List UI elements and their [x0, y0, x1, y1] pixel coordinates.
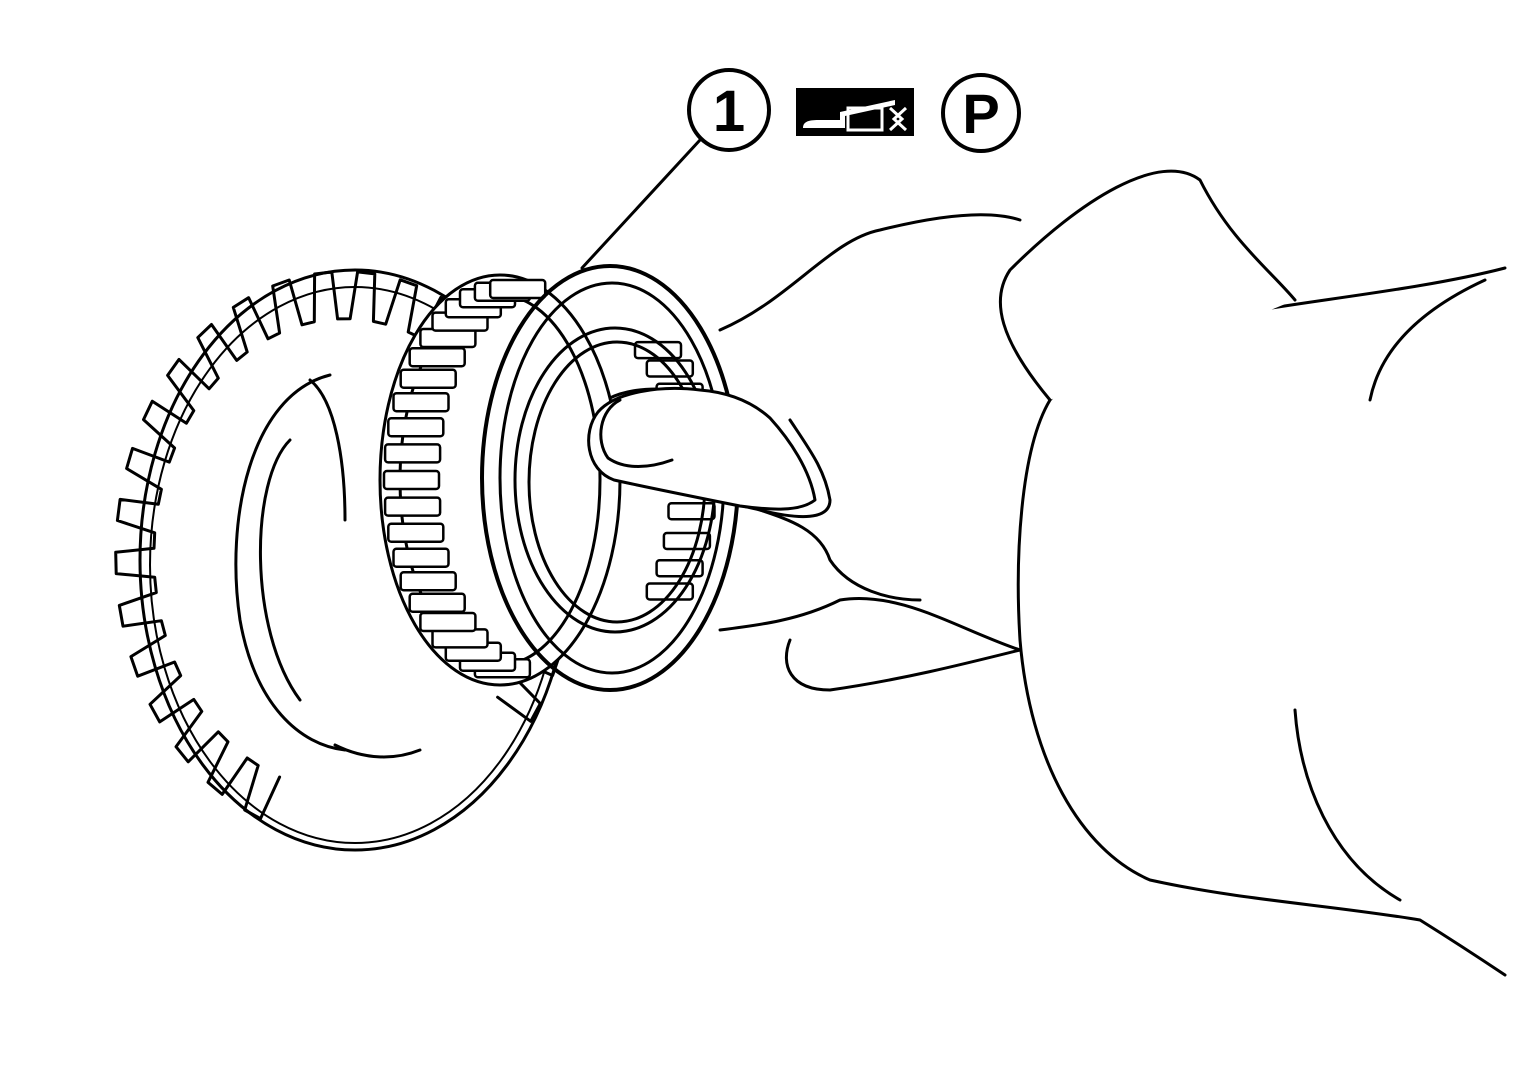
- thumb-tip: [587, 386, 817, 511]
- back-of-hand: [998, 169, 1297, 402]
- bearing-roller: [408, 346, 466, 368]
- bearing-roller: [408, 592, 466, 614]
- bearing-roller: [392, 392, 450, 413]
- gear-hub-step: [308, 378, 347, 522]
- bearing-roller: [419, 611, 477, 633]
- callout-1-label: 1: [713, 79, 745, 144]
- bearing-roller: [392, 547, 450, 568]
- thumb-overlay: [587, 386, 817, 511]
- gear-hub-face: [234, 373, 347, 752]
- bearing-roller: [399, 368, 457, 389]
- callout-p-label: P: [962, 82, 999, 145]
- gear-hub-bore: [259, 438, 302, 702]
- lower-finger: [718, 597, 1022, 692]
- bearing-roller: [488, 278, 547, 300]
- callout-1: 1: [687, 68, 771, 152]
- leader-line: [580, 138, 702, 270]
- bearing-roller: [383, 496, 442, 517]
- palm-edge: [758, 508, 922, 602]
- callout-p-circle: [941, 73, 1021, 153]
- bearing-roller: [383, 443, 442, 464]
- gear-hub-lower: [333, 743, 422, 759]
- hand: [585, 169, 1507, 977]
- bearing-roller: [399, 571, 457, 592]
- bearing-roller: [662, 531, 712, 551]
- bearing-roller: [382, 469, 441, 491]
- callout-p: P: [941, 73, 1021, 153]
- bearing-roller: [667, 501, 716, 521]
- bearing-roller: [387, 522, 445, 543]
- sleeve-crease: [1293, 708, 1402, 902]
- grease-gun-icon: [796, 88, 914, 136]
- callout-1-circle: [687, 68, 771, 152]
- index-finger: [718, 213, 1022, 332]
- bearing-roller: [387, 417, 445, 438]
- sleeve-fold: [1368, 278, 1487, 402]
- bearing-roller: [655, 558, 704, 578]
- thumb-nail: [599, 398, 674, 468]
